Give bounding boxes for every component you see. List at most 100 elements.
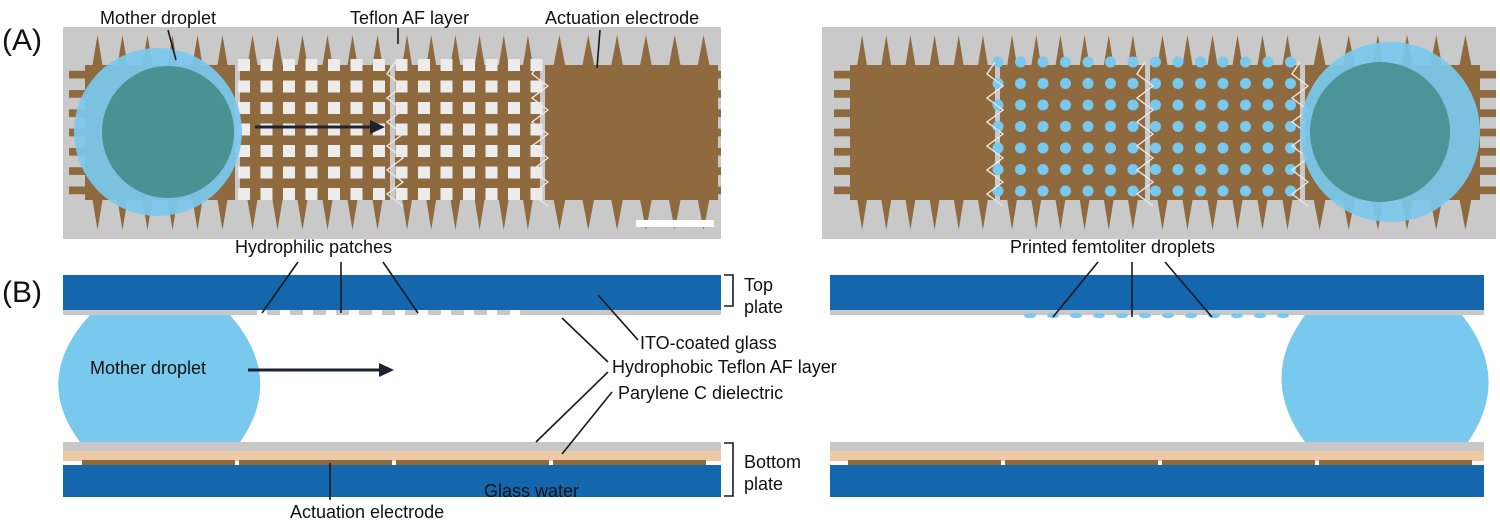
- printed-droplet: [1240, 164, 1251, 175]
- label-printed-droplets: Printed femtoliter droplets: [1010, 237, 1216, 257]
- hydrophilic-patch: [283, 59, 295, 71]
- hydrophilic-patch-gap: [418, 310, 428, 315]
- printed-droplet: [1037, 164, 1049, 175]
- hydrophilic-patch: [350, 80, 363, 93]
- mother-droplet-cross-section: [58, 315, 261, 442]
- printed-droplet: [1127, 78, 1139, 89]
- printed-droplet: [1060, 142, 1071, 154]
- hydrophilic-patch: [260, 166, 273, 179]
- hydrophilic-patch: [305, 188, 318, 200]
- hydrophilic-patch: [440, 59, 453, 71]
- hydrophilic-patch: [373, 102, 385, 114]
- electrode-side-tab-right: [1480, 90, 1496, 98]
- electrode-side-tab-left: [834, 90, 850, 98]
- printed-droplet: [1195, 121, 1206, 132]
- panel-b-left-cross-section: [58, 275, 721, 497]
- top-plate-teflon: [63, 310, 721, 315]
- printed-droplet-cross: [1024, 312, 1036, 319]
- hydrophilic-patch: [328, 59, 340, 71]
- hydrophilic-patch: [530, 188, 543, 200]
- hydrophilic-patch: [238, 59, 250, 71]
- printed-droplets-cross-section: [1024, 312, 1289, 319]
- motion-arrow-bottom-head: [379, 363, 394, 377]
- printed-droplet: [1127, 56, 1139, 68]
- panel-b-right-cross-section: [830, 275, 1489, 497]
- printed-droplet: [1217, 56, 1229, 68]
- printed-droplet: [1037, 121, 1049, 132]
- hydrophilic-patch: [305, 123, 318, 136]
- hydrophilic-patch: [530, 102, 543, 114]
- mother-droplet-cross-section-right: [1281, 315, 1489, 442]
- printed-droplet-cross: [1277, 312, 1289, 319]
- hydrophilic-patch: [440, 145, 453, 157]
- label-teflon-cross: Hydrophobic Teflon AF layer: [612, 357, 837, 377]
- hydrophilic-patch: [508, 59, 520, 71]
- hydrophilic-patch-grid-left: [238, 59, 543, 200]
- printed-droplet: [1015, 142, 1026, 154]
- electrode-pad-right-1: [850, 35, 995, 230]
- hydrophilic-patch: [260, 80, 273, 93]
- hydrophilic-patch: [305, 80, 318, 93]
- hydrophilic-patch: [395, 145, 408, 157]
- hydrophilic-patch: [440, 188, 453, 200]
- bottom-plate-glass: [63, 465, 721, 497]
- hydrophilic-patch-gap: [441, 310, 451, 315]
- printed-droplet: [1240, 142, 1251, 154]
- printed-droplet: [1262, 56, 1274, 68]
- actuation-electrode-segment: [396, 460, 549, 465]
- printed-droplet: [1172, 121, 1184, 132]
- label-teflon-layer: Teflon AF layer: [350, 8, 470, 28]
- hydrophilic-patch: [463, 59, 475, 71]
- printed-droplet: [1195, 99, 1206, 111]
- printed-droplet: [1060, 56, 1071, 68]
- printed-droplet: [1172, 164, 1184, 175]
- printed-droplet: [1217, 142, 1229, 154]
- printed-droplet: [1060, 78, 1071, 89]
- printed-droplet: [1060, 99, 1071, 111]
- printed-droplet: [1082, 99, 1094, 111]
- leader-lines-panel-b: [261, 261, 1213, 500]
- hydrophilic-patch: [530, 80, 543, 93]
- electrode-side-tab-right: [718, 90, 721, 98]
- hydrophilic-patch: [463, 102, 475, 114]
- hydrophilic-patch: [530, 123, 543, 136]
- electrode-side-tab-right: [718, 109, 721, 118]
- electrode-side-tab-left: [69, 70, 85, 79]
- printed-droplet: [992, 56, 1004, 68]
- hydrophilic-patch: [508, 145, 520, 157]
- printed-droplet: [1195, 164, 1206, 175]
- hydrophilic-patch: [305, 59, 318, 71]
- electrode-side-tab-right: [718, 70, 721, 79]
- printed-droplet: [1262, 164, 1274, 175]
- printed-droplet: [1060, 164, 1071, 175]
- hydrophilic-patch-gap: [487, 310, 497, 315]
- printed-droplet: [1285, 78, 1296, 89]
- printed-droplet: [1172, 185, 1184, 197]
- hydrophilic-patch: [305, 145, 318, 157]
- hydrophilic-patch: [328, 188, 340, 200]
- printed-droplet: [1082, 78, 1094, 89]
- bottom-teflon-right: [830, 442, 1484, 451]
- printed-droplet: [1217, 121, 1229, 132]
- printed-droplet: [1150, 56, 1161, 68]
- hydrophilic-patch: [328, 166, 340, 179]
- hydrophilic-patch: [238, 80, 250, 93]
- electrode-side-tab-left: [834, 186, 850, 195]
- mother-droplet-core: [102, 66, 234, 198]
- hydrophilic-patch: [283, 80, 295, 93]
- printed-droplet: [1195, 185, 1206, 197]
- electrode-side-tab-left: [834, 167, 850, 175]
- printed-droplet: [1285, 56, 1296, 68]
- actuation-electrode-segment: [1162, 460, 1315, 465]
- hydrophilic-patch: [373, 59, 385, 71]
- electrode-side-tab-right: [1480, 147, 1496, 156]
- actuation-electrode-segment: [1319, 460, 1472, 465]
- hydrophilic-patch: [508, 102, 520, 114]
- scale-bar: [636, 220, 714, 227]
- electrode-side-tab-left: [69, 90, 85, 98]
- hydrophilic-patch: [260, 123, 273, 136]
- printed-droplet: [992, 121, 1004, 132]
- printed-droplet: [1127, 121, 1139, 132]
